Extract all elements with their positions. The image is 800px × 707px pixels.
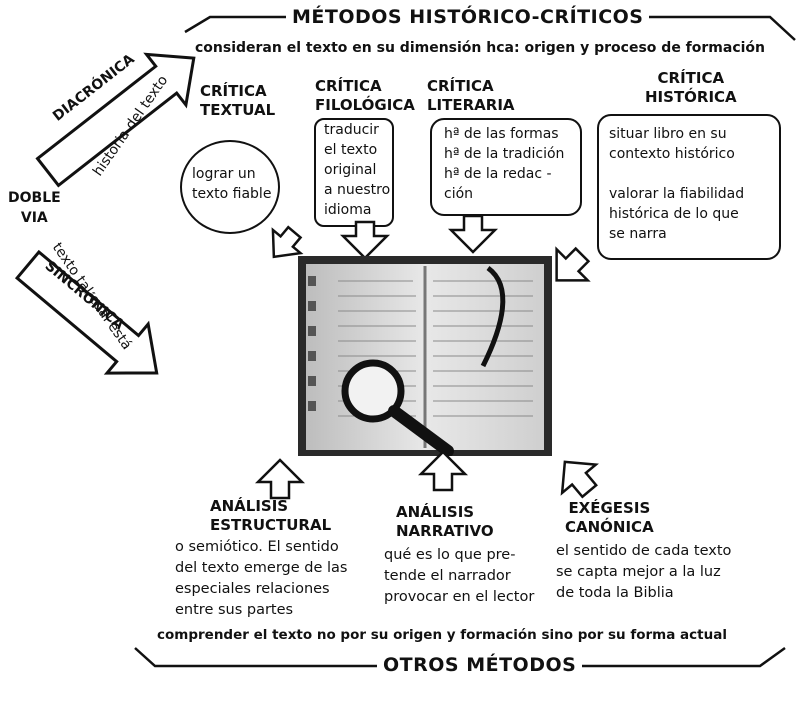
analisis-estructural-text: o semiótico. El sentido del texto emerge…	[175, 539, 348, 618]
doble-via-label: DOBLE VIA	[8, 190, 61, 226]
diacronica-arrow	[35, 52, 196, 188]
critica-literaria-text: hª de las formas hª de la tradición hª d…	[444, 126, 565, 202]
book-magnifier-image	[298, 256, 552, 456]
analisis-narrativo-text: qué es lo que pre- tende el narrador pro…	[384, 547, 535, 605]
arrows-into-book-top	[271, 214, 591, 282]
critica-filologica-heading: CRÍTICA FILOLÓGICA	[315, 77, 415, 114]
critica-historica-text: situar libro en su contexto histórico va…	[609, 126, 745, 242]
critica-historica-box: situar libro en su contexto histórico va…	[597, 114, 781, 260]
bottom-subtitle: comprender el texto no por su origen y f…	[157, 627, 727, 643]
critica-textual-heading: CRÍTICA TEXTUAL	[200, 82, 276, 119]
critica-filologica-text: traducir el texto original a nuestro idi…	[324, 122, 391, 218]
exegesis-canonica-text: el sentido de cada texto se capta mejor …	[556, 543, 732, 601]
analisis-estructural-heading: ANÁLISIS ESTRUCTURAL	[210, 497, 332, 534]
top-title: MÉTODOS HISTÓRICO-CRÍTICOS	[286, 6, 650, 28]
arrows-into-book-bottom	[254, 450, 599, 500]
critica-literaria-heading: CRÍTICA LITERARIA	[427, 77, 515, 114]
exegesis-canonica-heading: EXÉGESIS CANÓNICA	[565, 499, 654, 536]
sincronica-arrow	[14, 249, 159, 375]
top-subtitle: consideran el texto en su dimensión hca:…	[195, 40, 766, 56]
critica-historica-heading: CRÍTICA HISTÓRICA	[645, 69, 737, 106]
critica-textual-text: lograr un texto fiable	[192, 166, 272, 202]
bottom-title: OTROS MÉTODOS	[377, 654, 583, 676]
critica-literaria-box: hª de las formas hª de la tradición hª d…	[430, 118, 582, 216]
analisis-narrativo-heading: ANÁLISIS NARRATIVO	[396, 503, 494, 540]
critica-filologica-box: traducir el texto original a nuestro idi…	[314, 118, 394, 227]
critica-textual-circle: lograr un texto fiable	[180, 140, 280, 234]
